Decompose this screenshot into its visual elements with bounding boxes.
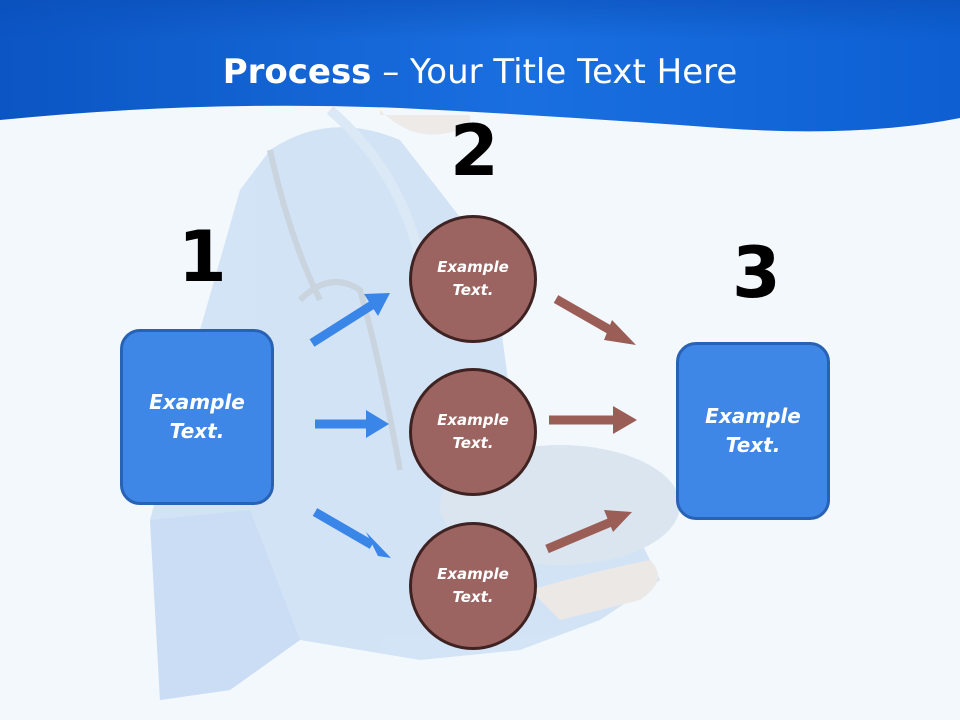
title-bold: Process: [222, 52, 372, 92]
arrow-down-right-icon: [553, 295, 636, 345]
arrow-up-right-icon: [545, 510, 632, 554]
step-number-3: 3: [732, 232, 781, 314]
title-rest: – Your Title Text Here: [371, 52, 738, 92]
step-number-1: 1: [178, 216, 227, 298]
step-number-2: 2: [450, 110, 499, 192]
arrow-right-icon: [315, 410, 389, 438]
left-process-box: Example Text.: [120, 329, 274, 505]
arrow-down-right-icon: [312, 508, 391, 558]
arrow-right-icon: [549, 406, 637, 434]
arrow-up-right-icon: [309, 293, 390, 347]
right-process-box: Example Text.: [676, 342, 830, 520]
page-title: Process – Your Title Text Here: [0, 52, 960, 92]
process-circle-bottom: Example Text.: [409, 522, 537, 650]
process-circle-middle: Example Text.: [409, 368, 537, 496]
process-circle-top: Example Text.: [409, 215, 537, 343]
